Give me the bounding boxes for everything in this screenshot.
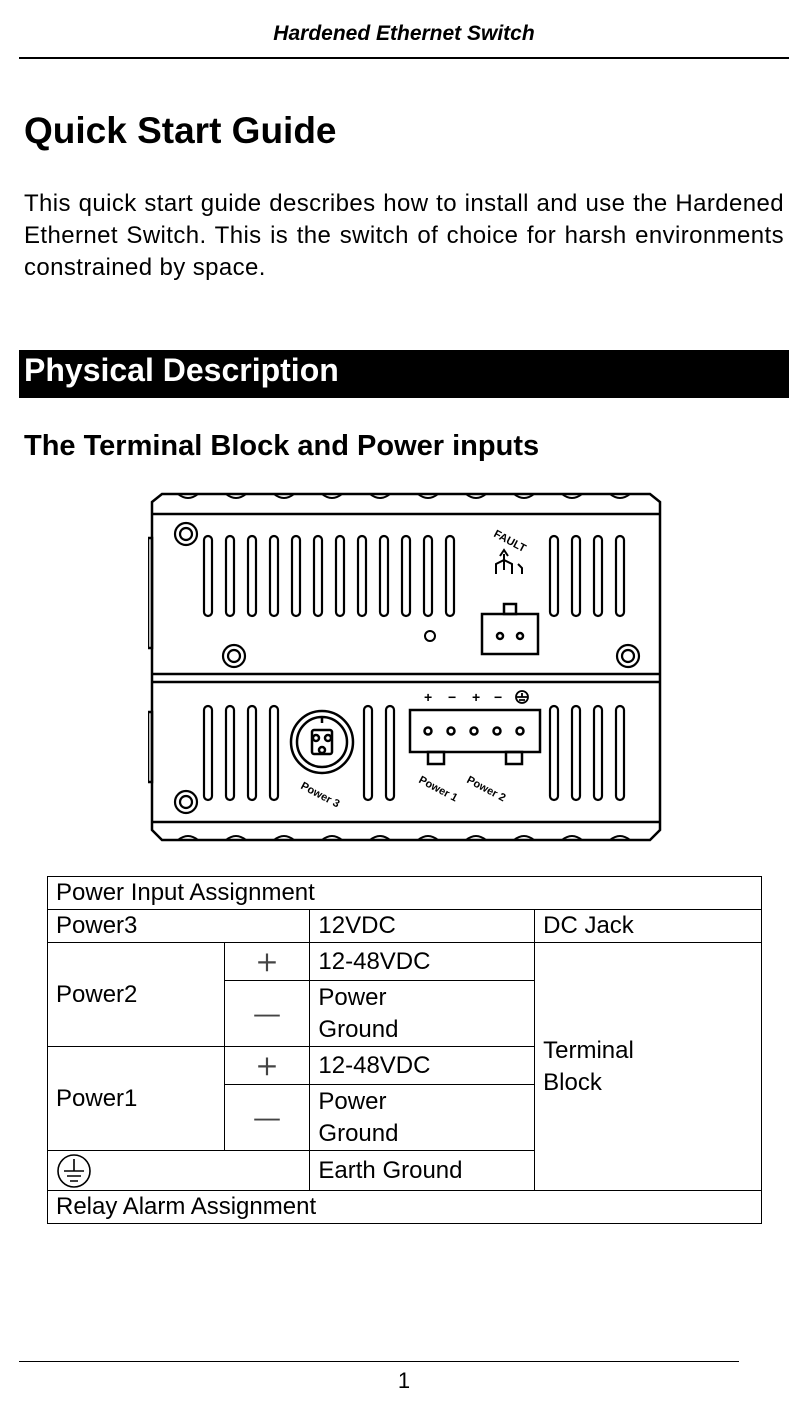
section-heading-bar: Physical Description [19, 350, 789, 398]
table-row: Relay Alarm Assignment [47, 1190, 762, 1224]
power2-label: Power 2 [465, 774, 508, 804]
dc-jack-power3 [289, 709, 355, 775]
page-number: 1 [397, 1368, 411, 1393]
power3-label: Power 3 [299, 780, 342, 810]
power-input-header: Power Input Assignment [47, 876, 762, 910]
section-heading: Physical Description [24, 352, 339, 388]
switch-housing [150, 492, 662, 842]
screw-icon [173, 789, 199, 815]
table-row: Power Input Assignment [47, 876, 762, 910]
power1-minus-value: Power Ground [309, 1084, 536, 1151]
led-indicator [424, 630, 436, 642]
plus-symbol: + [223, 1046, 311, 1085]
power-terminal-block [408, 708, 542, 766]
polarity-minus-1: − [448, 689, 456, 705]
upper-vent-slots [202, 534, 626, 618]
table-row: Power3 12VDC DC Jack [46, 909, 762, 943]
header-rule [19, 57, 789, 59]
minus-symbol: — [223, 980, 311, 1047]
power3-voltage: 12VDC [309, 909, 536, 943]
minus-symbol: — [223, 1084, 311, 1151]
power2-plus-value: 12-48VDC [309, 942, 536, 981]
plus-symbol: + [223, 942, 311, 981]
power3-name: Power3 [46, 909, 311, 943]
earth-ground-value: Earth Ground [309, 1150, 536, 1191]
polarity-plus-2: + [472, 689, 480, 705]
table-row: — Power Ground [48, 980, 762, 1047]
screw-icon [615, 643, 641, 669]
power2-name: Power2 [47, 942, 225, 1047]
footer-rule [19, 1361, 739, 1362]
page-title: Quick Start Guide [24, 110, 337, 151]
subsection-heading: The Terminal Block and Power inputs [24, 430, 540, 462]
power1-name: Power1 [47, 1046, 225, 1151]
table-row: Earth Ground [46, 1150, 762, 1191]
power2-minus-value: Power Ground [309, 980, 536, 1047]
intro-paragraph: This quick start guide describes how to … [24, 190, 784, 281]
running-header: Hardened Ethernet Switch [273, 22, 535, 45]
table-row: Power2 + 12-48VDC Terminal Block [47, 942, 762, 1191]
fault-label: FAULT [492, 528, 528, 555]
earth-ground-icon [515, 690, 529, 704]
polarity-minus-2: − [494, 689, 502, 705]
earth-ground-symbol-cell [46, 1150, 311, 1191]
screw-icon [221, 643, 247, 669]
screw-icon [173, 521, 199, 547]
fault-relay-connector [480, 602, 540, 656]
table-row: — Power Ground [48, 1084, 762, 1151]
power1-label: Power 1 [417, 774, 460, 804]
lower-vent-slots [202, 704, 626, 802]
power-input-assignment-table: Power Input Assignment Power3 12VDC DC J… [46, 876, 762, 1224]
earth-ground-icon [57, 1153, 91, 1188]
relay-alarm-header: Relay Alarm Assignment [47, 1190, 762, 1224]
power3-connector: DC Jack [534, 909, 762, 943]
power1-plus-value: 12-48VDC [309, 1046, 536, 1085]
switch-front-panel-figure: FAULT + − + − Power 3 Power 1 Powe [148, 492, 662, 842]
fault-relay-icon [495, 548, 523, 574]
terminal-block-cell: Terminal Block [534, 942, 762, 1191]
table-row: Power1 + 12-48VDC [47, 1046, 762, 1151]
polarity-plus-1: + [424, 689, 432, 705]
